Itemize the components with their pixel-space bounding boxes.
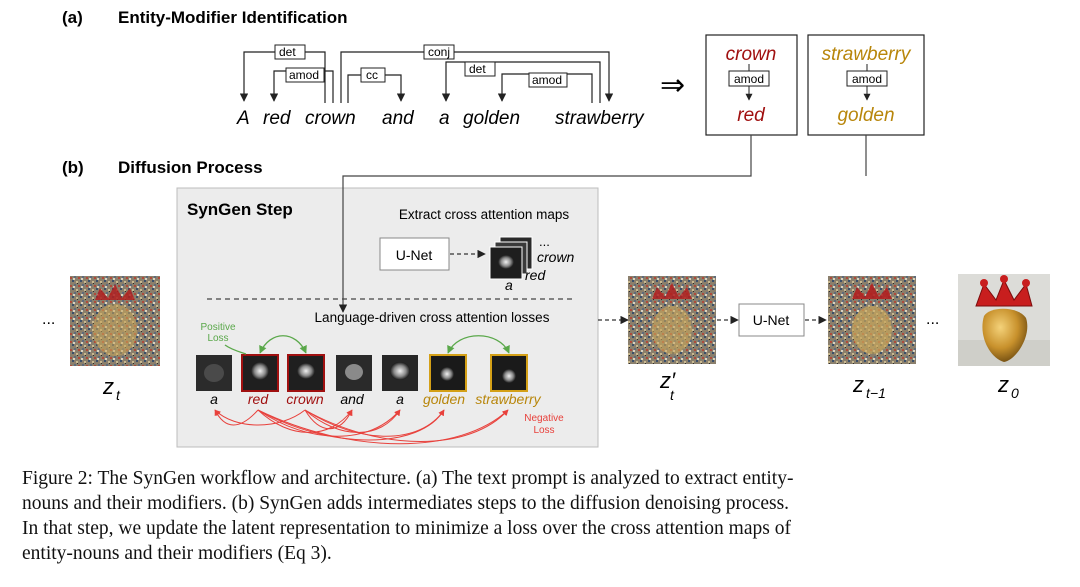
- arc-label-cc: cc: [366, 68, 378, 82]
- entity-modifier-red: red: [737, 105, 766, 126]
- image-z-t-minus-1: [828, 276, 916, 364]
- entity-connector: [338, 135, 867, 313]
- label-z-prime: z′: [659, 368, 676, 393]
- arc-labels: det amod conj cc det amod: [274, 44, 568, 88]
- stack-label-crown: crown: [537, 249, 575, 265]
- negative-loss-arrows: [214, 409, 509, 445]
- image-z-prime: [628, 276, 716, 364]
- pipeline-dots-right: ...: [926, 311, 939, 328]
- token-maps: [196, 354, 528, 392]
- label-z-t1-sub: t−1: [866, 385, 886, 401]
- word-golden: golden: [463, 108, 520, 129]
- stack-label-red: red: [525, 267, 546, 283]
- arc-label-amod: amod: [289, 68, 319, 82]
- arc-label-det2: det: [469, 62, 486, 76]
- positive-loss-arrows: [224, 335, 510, 355]
- word-strawberry: strawberry: [555, 108, 645, 129]
- token-word-and: and: [340, 391, 365, 407]
- extract-label: Extract cross attention maps: [399, 207, 570, 222]
- label-z-0: z: [997, 372, 1009, 397]
- label-z-t: z: [102, 374, 114, 399]
- caption-line-3: In that step, we update the latent repre…: [22, 518, 791, 539]
- entity-relation-crown: amod: [734, 72, 764, 86]
- pipeline-dots-left: ...: [42, 311, 55, 328]
- entity-box-strawberry: strawberry amod golden: [807, 34, 925, 136]
- token-word-crown: crown: [286, 391, 324, 407]
- word-a: A: [236, 108, 250, 129]
- token-word-golden: golden: [423, 391, 465, 407]
- arc-label-det: det: [279, 45, 296, 59]
- implies-symbol: ⇒: [660, 69, 685, 102]
- arc-label-amod2: amod: [532, 73, 562, 87]
- syngen-panel: [176, 187, 599, 448]
- word-red: red: [263, 108, 292, 129]
- syngen-unet-box: [379, 237, 450, 271]
- token-map-strawberry: [490, 354, 528, 392]
- section-a-title: Entity-Modifier Identification: [118, 8, 348, 27]
- negative-loss-label-1: Negative: [524, 413, 564, 424]
- word-crown: crown: [305, 108, 356, 129]
- section-b-label: (b): [62, 158, 84, 177]
- image-z-t: [70, 276, 160, 366]
- entity-box-crown: crown amod red: [705, 34, 798, 136]
- caption-line-1: Figure 2: The SynGen workflow and archit…: [22, 468, 794, 489]
- negative-loss-label-2: Loss: [533, 425, 554, 436]
- stack-label-a: a: [505, 277, 513, 293]
- image-z-0: [958, 274, 1050, 366]
- token-word-strawberry: strawberry: [475, 391, 541, 407]
- token-word-red: red: [248, 391, 269, 407]
- entity-noun-strawberry: strawberry: [822, 44, 912, 65]
- section-b-title: Diffusion Process: [118, 158, 263, 177]
- label-z-t-sub: t: [116, 387, 121, 403]
- entity-relation-strawberry: amod: [852, 72, 882, 86]
- token-word-a2: a: [396, 391, 404, 407]
- stack-ellipsis: ...: [539, 234, 550, 249]
- pipeline-unet-label: U-Net: [753, 312, 790, 328]
- token-word-a: a: [210, 391, 218, 407]
- entity-noun-crown: crown: [726, 44, 777, 65]
- syngen-unet-label: U-Net: [396, 247, 433, 263]
- caption-line-4: entity-nouns and their modifiers (Eq 3).: [22, 543, 332, 564]
- attention-map-stack: [489, 236, 533, 280]
- caption-line-2: nouns and their modifiers. (b) SynGen ad…: [22, 493, 790, 514]
- word-a2: a: [439, 108, 450, 129]
- section-a-label: (a): [62, 8, 83, 27]
- syngen-title: SynGen Step: [187, 200, 293, 219]
- figure-caption: Figure 2: The SynGen workflow and archit…: [22, 466, 1067, 566]
- arc-label-conj: conj: [428, 45, 450, 59]
- label-z-t1: z: [852, 372, 864, 397]
- positive-loss-label-2: Loss: [207, 333, 228, 344]
- label-z-prime-sub: t: [670, 387, 675, 403]
- positive-loss-label-1: Positive: [200, 322, 235, 333]
- label-z-0-sub: 0: [1011, 385, 1019, 401]
- pipeline-unet-box: [738, 303, 805, 337]
- losses-label: Language-driven cross attention losses: [315, 310, 550, 325]
- entity-modifier-golden: golden: [837, 105, 894, 126]
- dependency-arcs: [239, 51, 614, 103]
- word-and: and: [382, 108, 415, 129]
